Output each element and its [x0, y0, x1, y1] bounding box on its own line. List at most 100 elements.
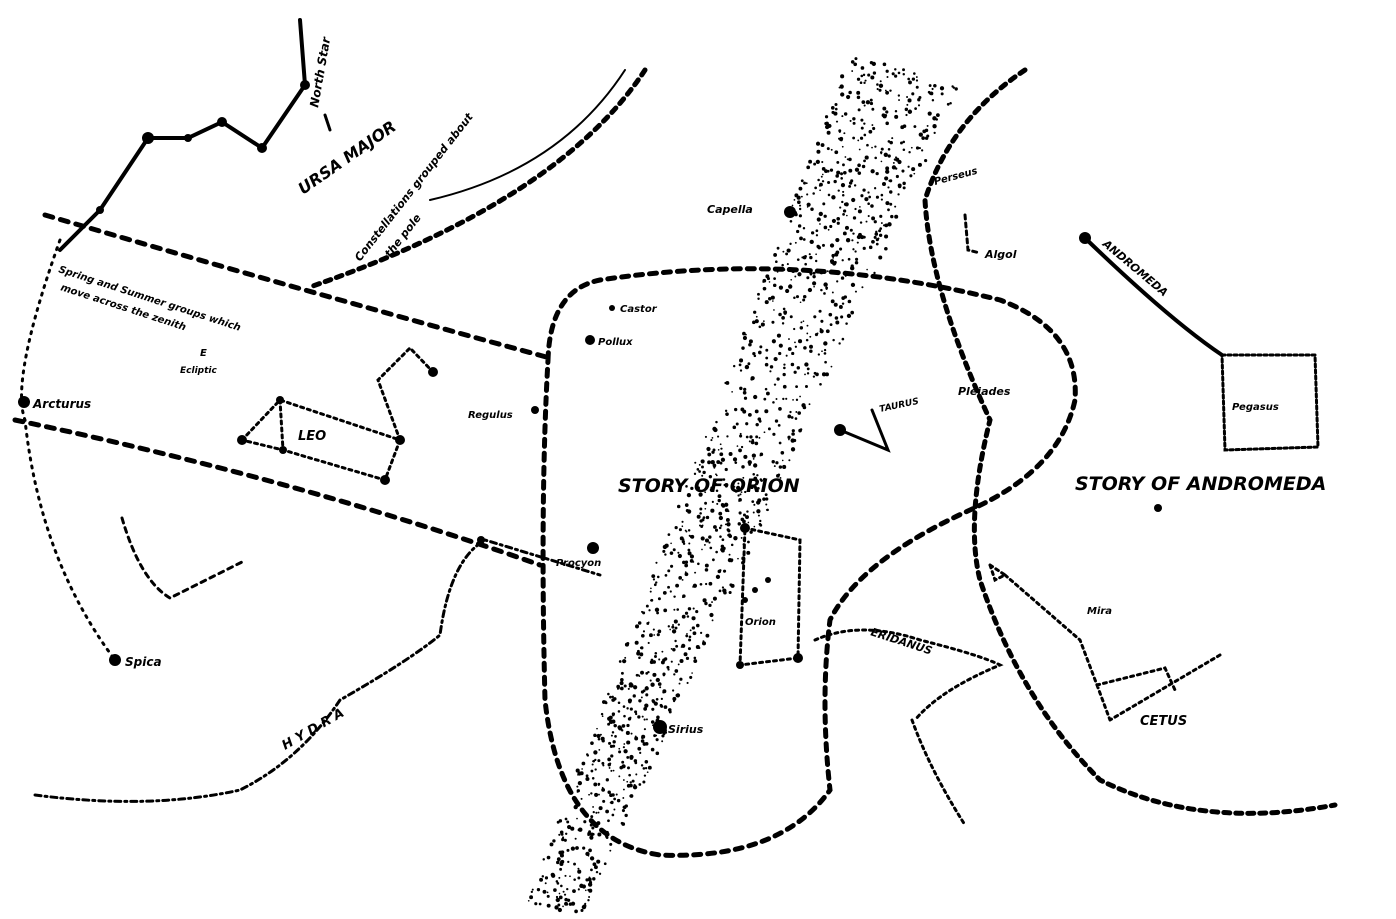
milky-way-speck	[793, 327, 796, 331]
milky-way-speck	[707, 452, 712, 457]
milky-way-speck	[631, 779, 635, 783]
milky-way-speck	[758, 419, 762, 423]
milky-way-speck	[931, 99, 935, 102]
milky-way-speck	[846, 214, 848, 217]
milky-way-speck	[789, 242, 792, 246]
label-ursa-major: URSA MAJOR	[294, 117, 399, 199]
milky-way-speck	[681, 539, 685, 544]
milky-way-speck	[715, 420, 718, 424]
milky-way-speck	[739, 432, 742, 435]
milky-way-speck	[570, 826, 575, 831]
milky-way-speck	[812, 271, 816, 275]
milky-way-speck	[825, 372, 829, 377]
milky-way-speck	[658, 658, 661, 661]
milky-way-speck	[759, 523, 763, 527]
milky-way-speck	[719, 452, 724, 457]
milky-way-speck	[823, 292, 826, 295]
milky-way-speck	[574, 837, 577, 840]
milky-way-speck	[880, 198, 883, 201]
milky-way-speck	[762, 286, 767, 291]
milky-way-speck	[655, 751, 660, 756]
milky-way-speck	[826, 130, 831, 135]
orion-stars	[736, 523, 803, 669]
milky-way-speck	[902, 148, 906, 152]
milky-way-speck	[704, 435, 708, 438]
milky-way-speck	[598, 872, 602, 875]
milky-way-speck	[574, 909, 578, 914]
milky-way-speck	[726, 522, 731, 527]
milky-way-speck	[722, 478, 726, 481]
milky-way-speck	[609, 744, 614, 748]
milky-way-speck	[833, 260, 837, 264]
milky-way-speck	[823, 352, 827, 355]
milky-way-speck	[806, 206, 809, 208]
milky-way-speck	[641, 715, 644, 718]
milky-way-speck	[854, 207, 857, 211]
milky-way-speck	[870, 75, 875, 80]
milky-way-speck	[638, 783, 642, 786]
milky-way-speck	[887, 148, 891, 151]
milky-way-speck	[753, 463, 758, 468]
milky-way-speck	[648, 609, 651, 612]
milky-way-speck	[856, 90, 861, 95]
milky-way-speck	[643, 707, 648, 711]
milky-way-speck	[856, 95, 861, 100]
milky-way-speck	[848, 90, 852, 95]
milky-way-speck	[717, 449, 720, 451]
milky-way-speck	[622, 705, 626, 708]
milky-way-speck	[714, 482, 717, 486]
milky-way-speck	[737, 494, 740, 497]
milky-way-speck	[620, 677, 624, 682]
milky-way-speck	[939, 86, 945, 91]
milky-way-speck	[778, 441, 782, 445]
milky-way-speck	[844, 225, 849, 230]
milky-way-speck	[627, 687, 630, 690]
milky-way-speck	[805, 338, 809, 342]
milky-way-speck	[790, 447, 796, 452]
milky-way-speck	[836, 221, 840, 225]
milky-way-speck	[669, 551, 674, 555]
milky-way-speck	[848, 168, 853, 173]
milky-way-speck	[624, 804, 628, 808]
milky-way-speck	[647, 670, 650, 674]
milky-way-speck	[657, 682, 662, 686]
milky-way-speck	[817, 178, 820, 182]
milky-way-speck	[804, 373, 806, 376]
milky-way-speck	[806, 165, 811, 170]
milky-way-speck	[862, 246, 866, 250]
milky-way-speck	[752, 320, 756, 325]
milky-way-speck	[712, 463, 717, 468]
milky-way-speck	[803, 181, 807, 185]
milky-way-speck	[667, 569, 671, 573]
milky-way-speck	[836, 280, 839, 283]
milky-way-speck	[681, 614, 686, 619]
milky-way-speck	[908, 151, 911, 154]
milky-way-speck	[788, 459, 791, 462]
milky-way-speck	[798, 214, 802, 218]
milky-way-speck	[806, 324, 809, 327]
milky-way-speck	[805, 182, 808, 185]
milky-way-speck	[685, 656, 690, 661]
milky-way-speck	[834, 316, 839, 320]
milky-way-speck	[757, 292, 760, 296]
milky-way-speck	[744, 364, 750, 370]
milky-way-speck	[607, 819, 610, 823]
milky-way-speck	[802, 294, 807, 299]
milky-way-speck	[828, 312, 833, 317]
milky-way-speck	[592, 806, 594, 808]
milky-way-speck	[911, 77, 916, 81]
milky-way-speck	[880, 222, 883, 225]
milky-way-speck	[935, 113, 940, 117]
milky-way-speck	[642, 780, 646, 784]
milky-way-speck	[542, 889, 547, 894]
milky-way-speck	[753, 525, 756, 528]
milky-way-speck	[889, 202, 893, 206]
milky-way-speck	[742, 331, 746, 336]
milky-way-speck	[771, 320, 775, 324]
milky-way-speck	[841, 115, 844, 118]
milky-way-speck	[880, 160, 883, 163]
milky-way-speck	[809, 255, 813, 260]
milky-way-speck	[820, 288, 823, 292]
milky-way-speck	[663, 608, 668, 613]
milky-way-speck	[776, 333, 781, 338]
